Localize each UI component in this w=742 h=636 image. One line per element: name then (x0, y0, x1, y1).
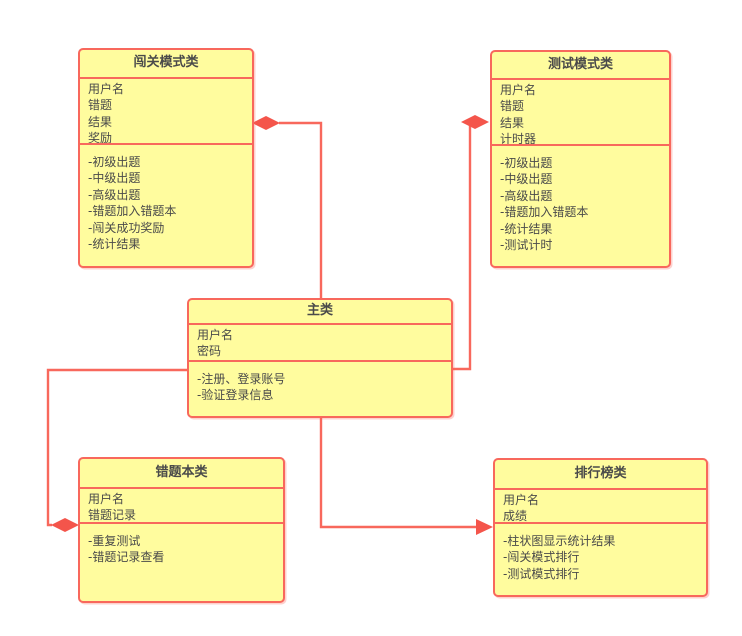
attributes-section: 用户名 错题 结果 奖励 (80, 79, 252, 145)
attributes-section: 用户名 密码 (189, 325, 451, 362)
attributes-section: 用户名 成绩 (495, 490, 706, 524)
method: -统计结果 (88, 237, 141, 252)
connector-main-to-wrong-book[interactable] (46, 368, 187, 527)
method: -统计结果 (500, 221, 553, 236)
attribute: 密码 (197, 344, 222, 359)
method: -高级出题 (500, 188, 553, 203)
method: -中级出题 (88, 171, 141, 186)
attribute: 用户名 (197, 328, 234, 342)
connector-main-to-test-mode[interactable] (453, 124, 472, 371)
class-box-test-mode[interactable]: 测试模式类 用户名 错题 结果 计时器 -初级出题 -中级出题 -高级出题 -错… (490, 50, 671, 268)
composition-diamond-icon (461, 115, 489, 129)
attribute: 计时器 (500, 132, 537, 146)
class-box-level-mode[interactable]: 闯关模式类 用户名 错题 结果 奖励 -初级出题 -中级出题 -高级出题 -错题… (78, 48, 254, 268)
method: -中级出题 (500, 172, 553, 187)
class-box-wrong-book[interactable]: 错题本类 用户名 错题记录 -重复测试 -错题记录查看 (78, 457, 285, 603)
methods-section: -注册、登录账号 -验证登录信息 (189, 362, 451, 404)
method: -测试计时 (500, 238, 553, 253)
class-title: 错题本类 (80, 459, 283, 489)
method: -错题加入错题本 (500, 205, 589, 220)
attribute: 用户名 (500, 83, 537, 97)
attribute: 用户名 (88, 82, 125, 96)
method: -错题记录查看 (88, 550, 165, 565)
methods-section: -重复测试 -错题记录查看 (80, 524, 283, 566)
class-title: 测试模式类 (492, 52, 669, 80)
class-title: 闯关模式类 (80, 50, 252, 79)
attribute: 错题记录 (88, 508, 137, 523)
attribute: 错题 (500, 99, 525, 114)
method: -高级出题 (88, 187, 141, 202)
method: -验证登录信息 (197, 388, 274, 403)
attributes-section: 用户名 错题 结果 计时器 (492, 80, 669, 146)
attributes-section: 用户名 错题记录 (80, 489, 283, 524)
method: -初级出题 (500, 156, 553, 170)
method: -重复测试 (88, 534, 141, 548)
class-box-ranking[interactable]: 排行榜类 用户名 成绩 -柱状图显示统计结果 -闯关模式排行 -测试模式排行 (493, 458, 708, 597)
attribute: 奖励 (88, 131, 113, 145)
attribute: 用户名 (88, 492, 125, 506)
method: -初级出题 (88, 155, 141, 169)
attribute: 成绩 (503, 509, 528, 524)
composition-diamond-icon (51, 518, 79, 532)
class-title: 主类 (189, 300, 451, 325)
methods-section: -初级出题 -中级出题 -高级出题 -错题加入错题本 -统计结果 -测试计时 (492, 146, 669, 253)
composition-diamond-icon (252, 116, 280, 130)
class-box-main[interactable]: 主类 用户名 密码 -注册、登录账号 -验证登录信息 (187, 298, 453, 418)
attribute: 用户名 (503, 493, 540, 507)
attribute: 错题 (88, 98, 113, 113)
method: -错题加入错题本 (88, 204, 177, 219)
connector-main-to-ranking[interactable] (319, 418, 478, 529)
method: -闯关成功奖励 (88, 220, 165, 235)
arrow-head-icon (476, 519, 493, 535)
method: -测试模式排行 (503, 566, 580, 581)
class-title: 排行榜类 (495, 460, 706, 490)
methods-section: -初级出题 -中级出题 -高级出题 -错题加入错题本 -闯关成功奖励 -统计结果 (80, 145, 252, 252)
methods-section: -柱状图显示统计结果 -闯关模式排行 -测试模式排行 (495, 524, 706, 582)
method: -闯关模式排行 (503, 550, 580, 565)
method: -柱状图显示统计结果 (503, 534, 616, 548)
connector-main-to-level-mode[interactable] (279, 121, 323, 298)
method: -注册、登录账号 (197, 372, 286, 386)
attribute: 结果 (88, 114, 113, 129)
attribute: 结果 (500, 115, 525, 130)
